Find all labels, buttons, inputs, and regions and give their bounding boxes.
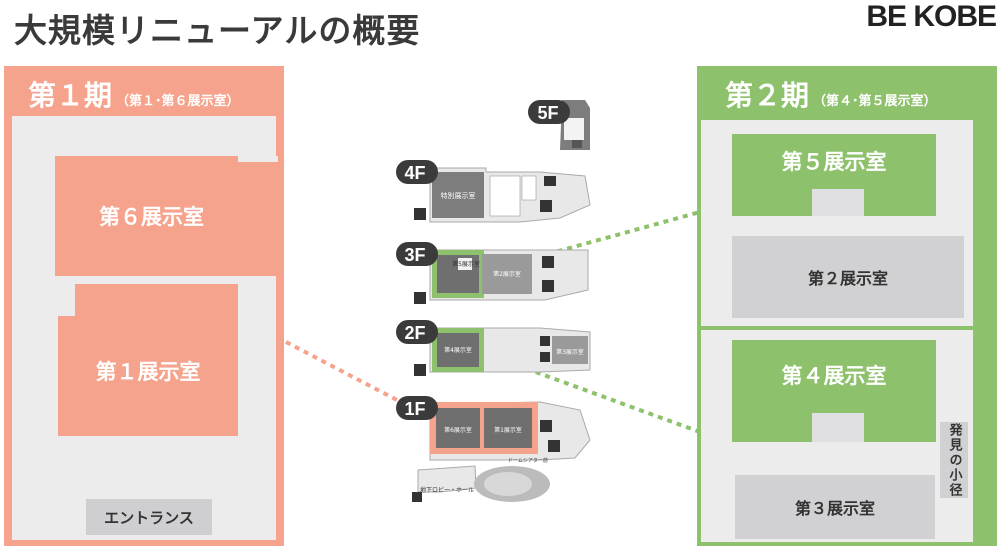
connector-lines [285,210,701,434]
phase1-room6: 第６展示室 [55,156,278,276]
floor-badge-3f: 3F [404,245,425,265]
phase2-room2-label: 第２展示室 [807,269,888,288]
phase1-room1-body: 第１展示室 [58,316,238,436]
floor-4f: 特別展示室 [414,167,591,223]
floor-3f: 第5展示室 第2展示室 [414,249,589,304]
floor-badge-2f: 2F [404,323,425,343]
entrance: エントランス [86,499,212,535]
phase2-subtitle: （第４･第５展示室） [813,94,937,109]
room4-notch [812,413,864,442]
phase1-room1-label: 第１展示室 [95,360,201,384]
label-3f-room2: 第2展示室 [493,270,521,278]
label-special: 特別展示室 [441,191,476,200]
phase2-title: 第２期 [725,79,810,112]
discovery-path: 発見の小径 [940,422,968,498]
phase2-room4-label: 第４展示室 [781,364,887,388]
label-3f-room5: 第5展示室 [452,260,480,268]
phase2-room2: 第２展示室 [732,236,964,318]
phase2-room5-label: 第５展示室 [781,150,887,174]
floor-badge-5f: 5F [537,103,558,123]
phase1-room6-label: 第６展示室 [99,205,204,229]
phase2-header: 第２期（第４･第５展示室） [697,74,997,114]
label-1f-room6: 第6展示室 [444,426,472,434]
label-b1-lobby: 地下ロビー・ホール [420,486,474,494]
floor-badge-1f: 1F [404,399,425,419]
floor-2f: 第4展示室 第3展示室 [414,327,591,376]
floor-badges: 5F 4F 3F 2F 1F [396,100,570,420]
floor-1f: 第6展示室 第1展示室 [429,401,591,461]
label-2f-room3: 第3展示室 [556,348,584,356]
floor-badge-4f: 4F [404,163,425,183]
room5-notch [812,189,864,216]
phase1-corner [238,116,276,156]
page-title: 大規模リニューアルの概要 [14,11,421,50]
connector-room5 [489,210,701,272]
phase1-room6-notch [238,156,278,162]
phase2-room5: 第５展示室 [732,134,936,216]
phase2-room3-label: 第３展示室 [794,499,875,518]
brand-logo: BE KOBE [866,0,997,33]
floor-b1: 地下ロビー・ホール ドームシアター前 [412,457,550,502]
phase2-room3: 第３展示室 [735,475,935,539]
phase1-subtitle: （第１･第６展示室） [116,94,240,109]
label-1f-room1: 第1展示室 [494,426,522,434]
label-2f-room4: 第4展示室 [444,346,472,354]
phase1-title: 第１期 [28,79,113,112]
phase1-header: 第１期（第１･第６展示室） [4,74,284,114]
label-dome: ドームシアター前 [508,457,548,464]
